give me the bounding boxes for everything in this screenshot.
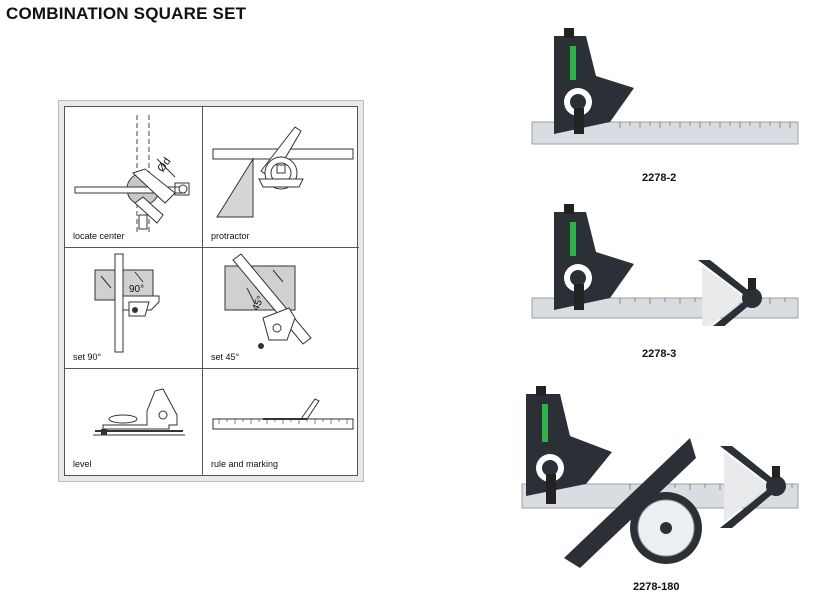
caption-rule-marking: rule and marking: [211, 459, 279, 469]
level-diagram: [93, 388, 185, 436]
product-image-2278-3: [531, 204, 799, 326]
caption-protractor: protractor: [211, 231, 250, 241]
use-set-90: 90° set 90°: [65, 248, 203, 369]
caption-locate-center: locate center: [73, 231, 125, 241]
use-protractor: protractor: [203, 107, 359, 248]
use-set-45: 45° set 45°: [203, 248, 359, 369]
caption-set-45: set 45°: [211, 352, 240, 362]
usage-grid-inner: Ød locate center protractor: [64, 106, 359, 476]
locate-center-diagram: [74, 115, 190, 232]
usage-grid: Ød locate center protractor: [58, 100, 364, 482]
use-locate-center: Ød locate center: [65, 107, 203, 248]
page-title: COMBINATION SQUARE SET: [6, 4, 247, 23]
use-rule-marking: rule and marking: [203, 369, 359, 475]
protractor-diagram: [212, 126, 354, 218]
diagram-ninety-label: 90°: [129, 284, 145, 295]
set-90-diagram: [94, 253, 160, 353]
use-level: level: [65, 369, 203, 475]
product-image-2278-180: [521, 386, 799, 568]
product-image-2278-2: [531, 28, 799, 145]
model-2278-3: 2278-3: [642, 348, 677, 360]
model-2278-180: 2278-180: [633, 581, 680, 593]
caption-set-90: set 90°: [73, 352, 102, 362]
model-2278-2: 2278-2: [642, 172, 677, 184]
caption-level: level: [73, 459, 92, 469]
rule-marking-diagram: [212, 398, 354, 430]
set-45-diagram: [224, 253, 312, 349]
